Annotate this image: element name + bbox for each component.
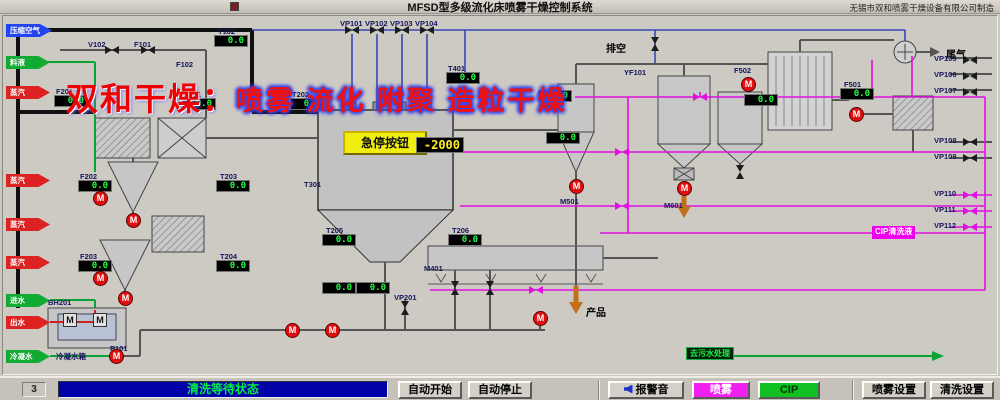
note-box: CIP清洗液 (872, 226, 916, 239)
page-title: MFSD型多级流化床喷雾干燥控制系统 (407, 1, 593, 14)
pump-motor[interactable]: M (741, 77, 756, 92)
tag-label: M501 (560, 197, 579, 206)
agitator-motor: M (93, 313, 107, 327)
value-display: 0.0 (538, 90, 572, 102)
tag-label: VP112 (934, 221, 957, 230)
pump-motor[interactable]: M (93, 191, 108, 206)
speaker-icon (623, 384, 633, 394)
cip-button[interactable]: CIP (758, 381, 820, 399)
spray-settings-button[interactable]: 喷雾设置 (862, 381, 926, 399)
page-indicator: 3 (22, 382, 46, 397)
value-display: 0.0 (182, 98, 216, 110)
auto-start-button[interactable]: 自动开始 (398, 381, 462, 399)
value-display: 0.0 (356, 282, 390, 294)
tag-label: VP201 (394, 293, 417, 302)
pump-motor[interactable]: M (533, 311, 548, 326)
separator (598, 380, 600, 400)
emergency-stop-button[interactable]: 急停按钮 (343, 131, 427, 155)
tag-label: F101 (134, 40, 152, 49)
tag-label: 排空 (606, 44, 626, 55)
value-display: 0.0 (54, 95, 88, 107)
auto-stop-button[interactable]: 自动停止 (468, 381, 532, 399)
tag-label: VP102 (365, 19, 388, 28)
note-box: 去污水处理 (686, 347, 734, 360)
alarm-sound-button[interactable]: 报警音 (608, 381, 684, 399)
value-display: 0.0 (216, 260, 250, 272)
tag-label: YF101 (624, 68, 647, 77)
tag-label: VP104 (415, 19, 438, 28)
tag-label: F502 (734, 66, 752, 75)
value-display: 0.0 (840, 88, 874, 100)
tag-label: VP106 (934, 70, 957, 79)
clean-settings-button[interactable]: 清洗设置 (930, 381, 994, 399)
app-icon (230, 2, 239, 11)
pump-motor[interactable]: M (325, 323, 340, 338)
tag-label: F102 (176, 60, 194, 69)
value-display: 0.0 (214, 35, 248, 47)
status-bar: 清洗等待状态 (58, 381, 388, 398)
value-display: 0.0 (546, 132, 580, 144)
pump-motor[interactable]: M (677, 181, 692, 196)
tag-label: BH201 (48, 298, 72, 307)
tag-label: VP110 (934, 189, 957, 198)
spray-button[interactable]: 喷雾 (692, 381, 750, 399)
tag-label: 冷凝水箱 (56, 352, 86, 361)
tag-label: VP111 (934, 205, 956, 214)
separator (852, 380, 854, 400)
tag-label: 产品 (586, 308, 606, 319)
tag-label: VP101 (340, 19, 363, 28)
flow-label: 冷凝水 (6, 350, 50, 363)
flow-label: 出水 (6, 316, 50, 329)
tag-label: T301 (304, 180, 322, 189)
value-display: 0.0 (216, 180, 250, 192)
pump-motor[interactable]: M (569, 179, 584, 194)
pump-motor[interactable]: M (118, 291, 133, 306)
value-display: 0.0 (446, 72, 480, 84)
pump-motor[interactable]: M (126, 213, 141, 228)
value-display: 0.0 (290, 98, 324, 110)
value-display: -2000 (416, 137, 464, 153)
alarm-button-label: 报警音 (635, 383, 669, 396)
agitator-motor: M (63, 313, 77, 327)
value-display: 0.0 (78, 260, 112, 272)
value-display: 0.0 (322, 282, 356, 294)
bottom-bar: 3 清洗等待状态 自动开始 自动停止 报警音 喷雾 CIP 喷雾设置 清洗设置 (0, 376, 1000, 400)
tag-label: VP105 (934, 54, 957, 63)
title-bar: MFSD型多级流化床喷雾干燥控制系统 无锡市双和喷雾干燥设备有限公司制造 (0, 0, 1000, 14)
tag-label: VP108 (934, 136, 957, 145)
value-display: 0.0 (78, 180, 112, 192)
tag-label: VP107 (934, 86, 957, 95)
company-label: 无锡市双和喷雾干燥设备有限公司制造 (849, 3, 994, 13)
tag-label: V102 (88, 40, 106, 49)
value-display: 0.0 (448, 234, 482, 246)
diagram-background (2, 15, 998, 375)
pump-motor[interactable]: M (849, 107, 864, 122)
tag-label: M601 (664, 201, 683, 210)
pump-motor[interactable]: M (285, 323, 300, 338)
tag-label: VP103 (390, 19, 413, 28)
value-display: 0.0 (744, 94, 778, 106)
value-display: 0.0 (322, 234, 356, 246)
tag-label: VP109 (934, 152, 957, 161)
pump-motor[interactable]: M (109, 349, 124, 364)
tag-label: M401 (424, 264, 443, 273)
pump-motor[interactable]: M (93, 271, 108, 286)
